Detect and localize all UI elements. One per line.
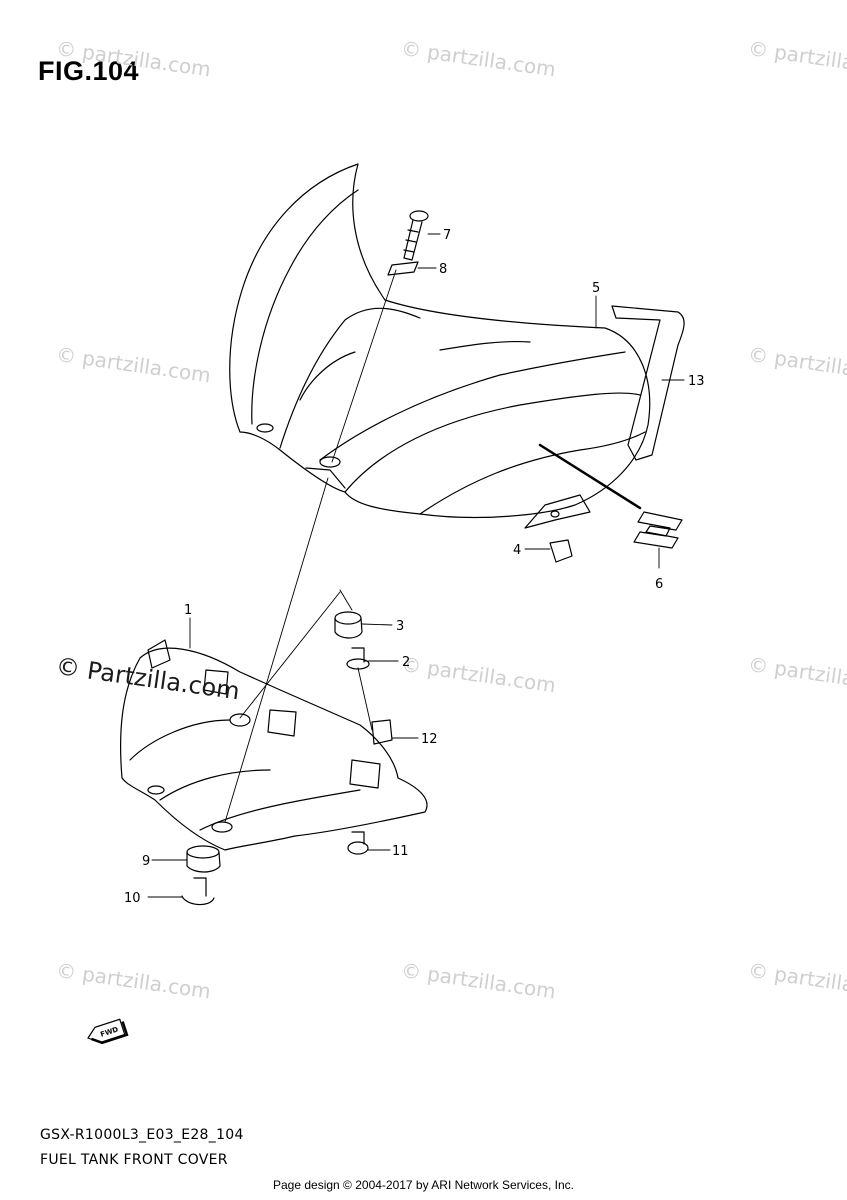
lower-grommet-part	[186, 845, 221, 873]
callout-6: 6	[655, 577, 663, 592]
callout-5: 5	[592, 281, 600, 296]
figure-caption: FUEL TANK FRONT COVER	[40, 1152, 228, 1168]
callout-8: 8	[439, 262, 447, 277]
lower-collar-part	[181, 877, 215, 906]
bolt-part	[347, 831, 369, 855]
leader-lines	[147, 233, 685, 898]
assembly-lines	[224, 269, 397, 823]
figure-title: FIG.104	[38, 56, 140, 86]
callout-1: 1	[184, 603, 192, 618]
callout-9: 9	[142, 854, 150, 869]
collar-part	[346, 647, 370, 670]
clip-nut-part	[549, 539, 573, 563]
callout-13: 13	[688, 374, 705, 389]
emblem-part	[633, 511, 683, 549]
washer-part	[387, 261, 419, 276]
nut-part	[371, 719, 393, 745]
callout-4: 4	[513, 543, 521, 558]
callout-3: 3	[396, 619, 404, 634]
fwd-arrow-icon: FWD	[87, 1018, 129, 1045]
callout-11: 11	[392, 844, 409, 859]
model-code: GSX-R1000L3_E03_E28_104	[40, 1127, 244, 1143]
callout-2: 2	[402, 655, 410, 670]
side-trim-strip	[611, 305, 685, 461]
front-cover-part	[229, 163, 651, 529]
footer-copyright: Page design © 2004-2017 by ARI Network S…	[272, 1178, 574, 1192]
screw-part	[403, 210, 429, 261]
callout-12: 12	[421, 732, 438, 747]
callout-10: 10	[124, 891, 141, 906]
grommet-part	[334, 611, 363, 639]
inner-cover-part	[119, 639, 428, 851]
callout-7: 7	[443, 228, 451, 243]
